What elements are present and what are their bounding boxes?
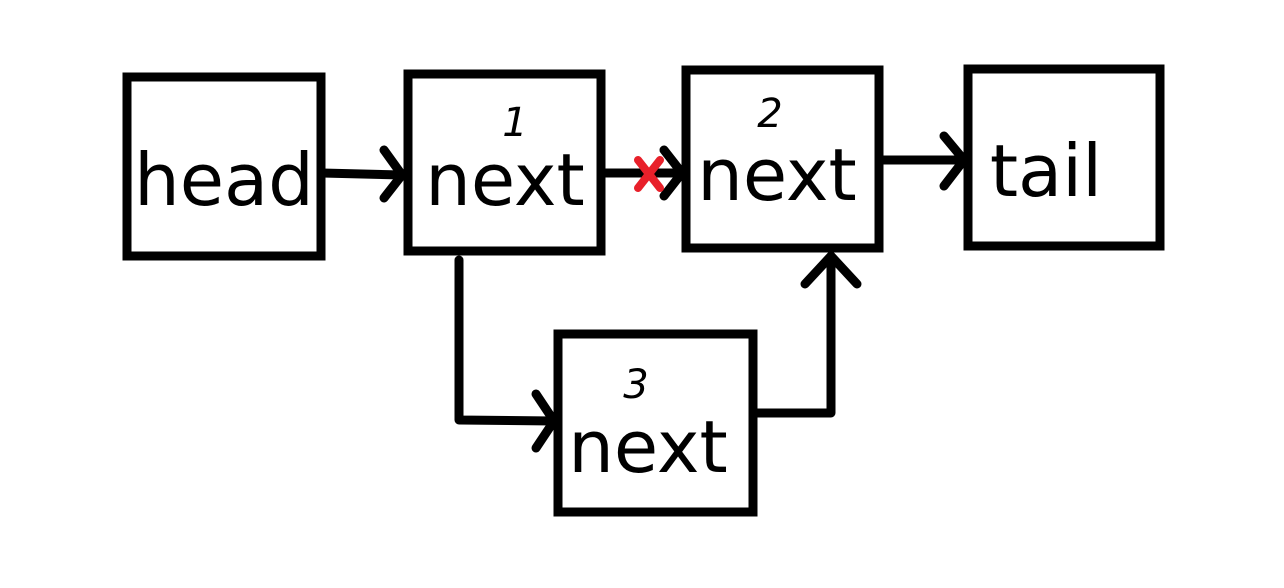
node-head: head bbox=[122, 72, 326, 261]
node-tail: tail bbox=[963, 64, 1165, 251]
node-3-label: next bbox=[568, 405, 728, 489]
node-tail-label: tail bbox=[990, 129, 1102, 213]
node-2: 2 next bbox=[681, 65, 884, 253]
edge-node1-to-node2-removed bbox=[599, 145, 687, 201]
edge-node2-to-tail bbox=[877, 131, 969, 191]
node-1-number: 1 bbox=[502, 100, 527, 146]
removed-link-marker bbox=[634, 156, 664, 192]
edge-node1-to-node3 bbox=[454, 255, 559, 453]
node-3: 3 next bbox=[553, 329, 758, 517]
node-2-label: next bbox=[697, 133, 857, 217]
node-head-label: head bbox=[134, 138, 314, 222]
node-2-number: 2 bbox=[757, 91, 782, 137]
node-3-number: 3 bbox=[623, 362, 648, 408]
edge-node3-to-node2 bbox=[751, 251, 862, 418]
node-1: 1 next bbox=[403, 69, 606, 256]
edge-head-to-node1 bbox=[317, 145, 407, 203]
node-1-label: next bbox=[425, 138, 585, 222]
